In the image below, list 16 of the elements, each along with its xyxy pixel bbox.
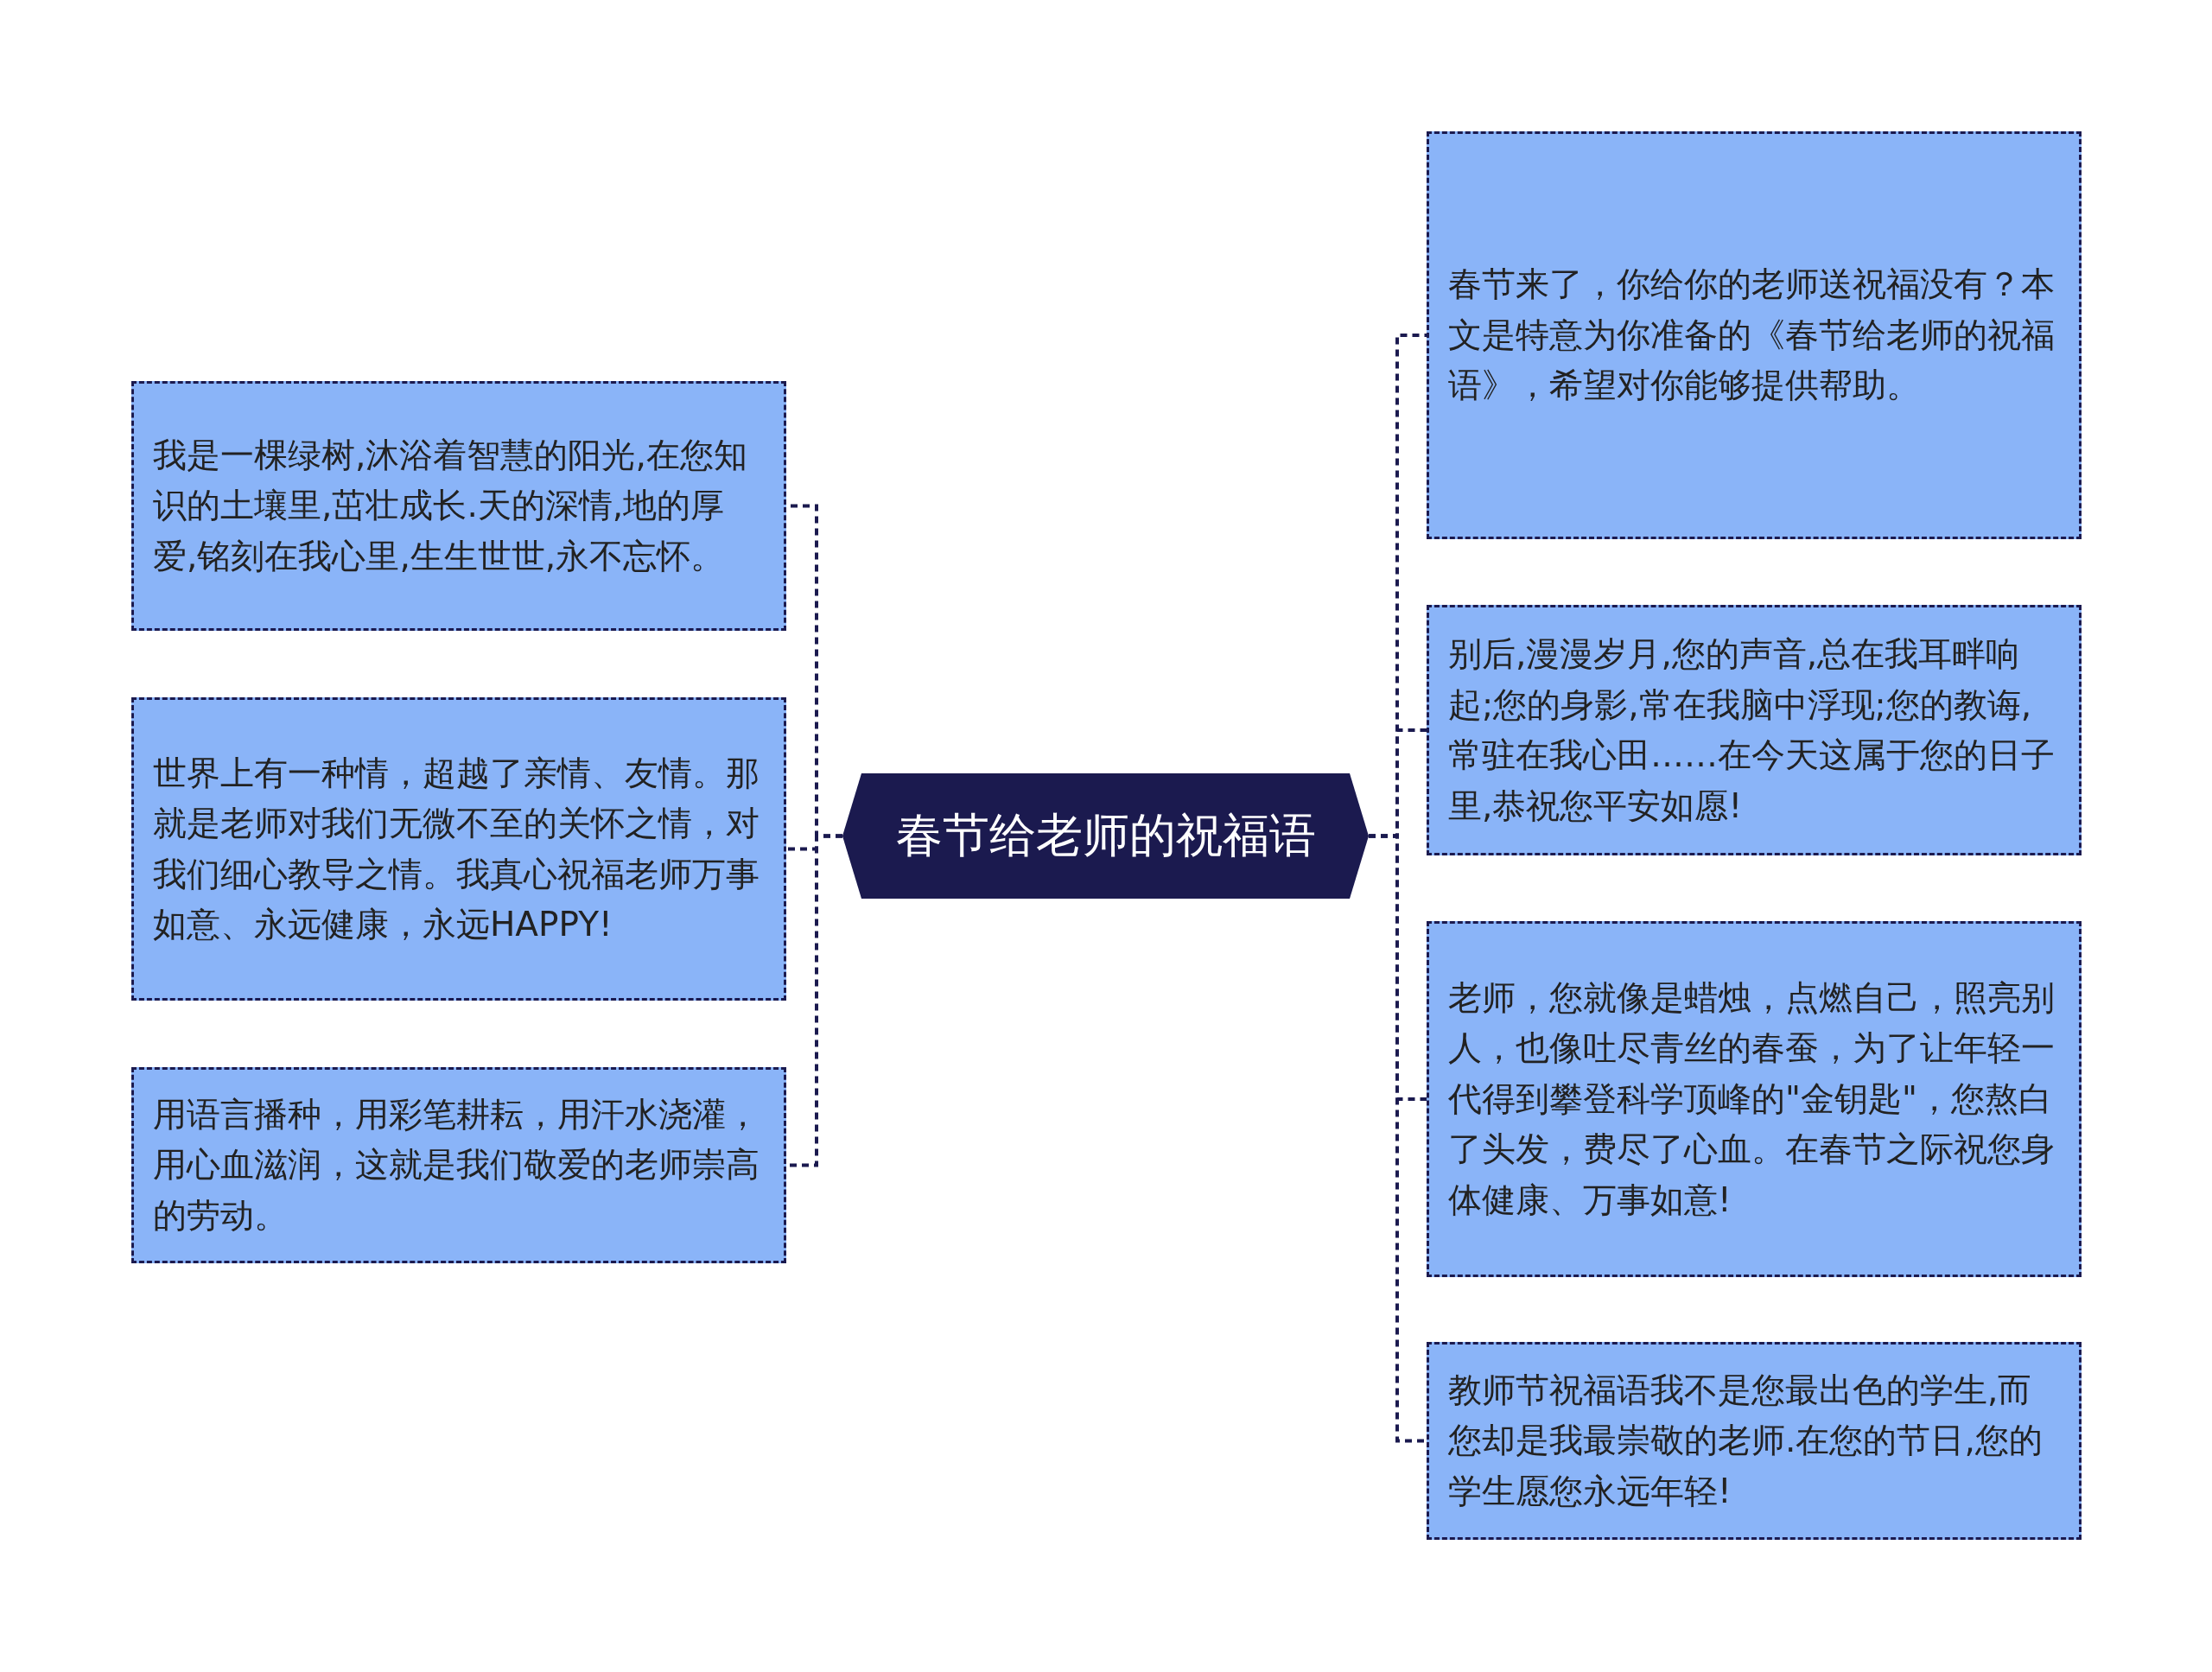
topic-box bbox=[131, 697, 786, 1001]
topic-text: 我是一棵绿树,沐浴着智慧的阳光,在您知识的土壤里,茁壮成长.天的深情,地的厚爱,铭刻在我心里,生生世世,永不忘怀。 bbox=[153, 434, 748, 577]
topic-box bbox=[131, 1067, 786, 1263]
topic-box bbox=[131, 381, 786, 631]
central-title: 春节给老师的祝福语 bbox=[895, 807, 1316, 864]
topic-text: 别后,漫漫岁月,您的声音,总在我耳畔响起;您的身影,常在我脑中浮现;您的教诲,常驻在我心田……在今天这属于您的日子里,恭祝您平安如愿! bbox=[1448, 633, 2056, 827]
connector bbox=[1369, 834, 1427, 1443]
topic-text: 春节来了，你给你的老师送祝福没有？本文是特意为你准备的《春节给老师的祝福语》，希望对你能够提供帮助。 bbox=[1448, 264, 2056, 407]
topic-text: 世界上有一种情，超越了亲情、友情。那就是老师对我们无微不至的关怀之情，对我们细心教导之情。我真心祝福老师万事如意、永远健康，永远HAPPY! bbox=[153, 752, 760, 945]
topic-text: 用语言播种，用彩笔耕耘，用汗水浇灌，用心血滋润，这就是我们敬爱的老师崇高的劳动。 bbox=[153, 1093, 760, 1237]
topic-box bbox=[1427, 605, 2082, 855]
topic-box bbox=[1427, 921, 2082, 1277]
topic-box bbox=[1427, 1342, 2082, 1540]
topic-text: 老师，您就像是蜡烛，点燃自己，照亮别人，也像吐尽青丝的春蚕，为了让年轻一代得到攀登科学顶峰的"金钥匙"，您熬白了头发，费尽了心血。在春节之际祝您身体健康、万事如意! bbox=[1448, 976, 2056, 1221]
topic-box bbox=[1427, 131, 2082, 539]
topic-text: 教师节祝福语我不是您最出色的学生,而您却是我最崇敬的老师.在您的节日,您的学生愿您永远年轻! bbox=[1448, 1369, 2044, 1512]
